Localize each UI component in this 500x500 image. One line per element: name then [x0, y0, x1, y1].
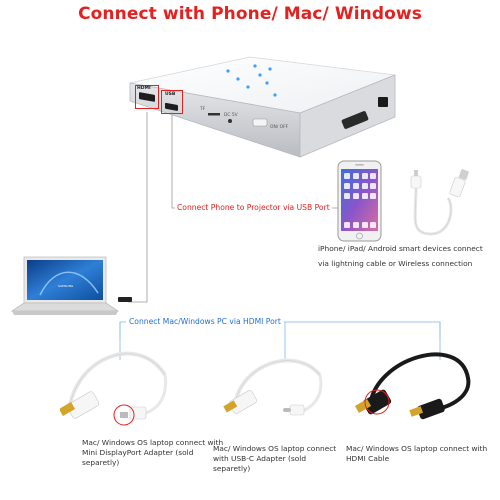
hdmi-cable-illustration [354, 352, 471, 420]
phone-description: iPhone/ iPad/ Android smart devices conn… [318, 244, 498, 269]
mini-displayport-adapter-illustration [60, 351, 168, 426]
adapter-3-line1: Mac/ Windows OS laptop connect with [346, 444, 488, 453]
phone-connection-caption: Connect Phone to Projector via USB Port [175, 203, 332, 212]
phone-description-line1: iPhone/ iPad/ Android smart devices conn… [318, 244, 483, 253]
pc-connection-caption: Connect Mac/Windows PC via HDMI Port [126, 317, 284, 326]
adapter-2-line1: Mac/ Windows OS laptop connect [213, 444, 337, 453]
power-switch-label: ON/ OFF [270, 125, 289, 130]
adapter-1-line1: Mac/ Windows OS laptop connect with [82, 438, 224, 447]
page-title: Connect with Phone/ Mac/ Windows [78, 4, 422, 24]
usb-c-adapter [220, 345, 335, 435]
adapter-2-line2: with USB-C Adapter (sold separetly) [213, 454, 307, 473]
tf-slot-label: TF [200, 107, 206, 112]
adapter-1-line2: Mini DisplayPort Adapter (sold separetly… [82, 448, 194, 467]
hdmi-port-highlight [135, 85, 159, 109]
mini-displayport-adapter [60, 345, 180, 435]
laptop: SAMSUNG [10, 255, 135, 323]
dc-port-label: DC 5V [224, 113, 238, 118]
phone-description-line2: via lightning cable or Wireless connecti… [318, 259, 473, 268]
smartphone-illustration [337, 160, 382, 242]
lightning-cable-illustration [410, 168, 470, 236]
adapter-1-description: Mac/ Windows OS laptop connect with Mini… [82, 438, 232, 468]
adapter-3-line2: HDMI Cable [346, 454, 390, 463]
projector-illustration [129, 56, 396, 158]
laptop-illustration [10, 256, 132, 315]
laptop-brand: SAMSUNG [58, 284, 74, 288]
adapter-2-description: Mac/ Windows OS laptop connect with USB-… [213, 444, 343, 474]
usb-port-label: USB [165, 92, 176, 97]
projector-device: HDMI USB TF DC 5V ON/ OFF [110, 55, 410, 165]
usb-c-adapter-illustration [223, 358, 323, 416]
hdmi-port-label: HDMI [137, 86, 151, 91]
smartphone [337, 160, 382, 242]
adapter-3-description: Mac/ Windows OS laptop connect with HDMI… [346, 444, 496, 464]
hdmi-cable [350, 338, 490, 433]
lightning-cable [400, 168, 475, 240]
